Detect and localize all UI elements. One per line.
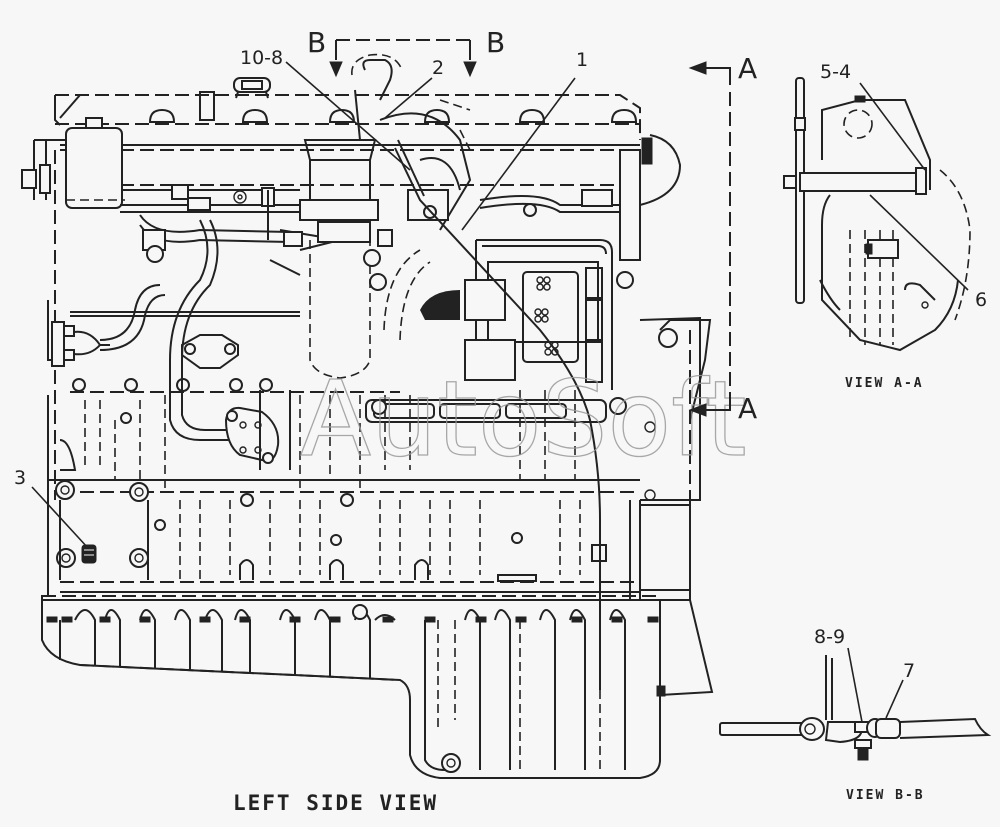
electronic-control-module: [420, 239, 613, 390]
plug-item-3: [81, 544, 97, 564]
view-b-b-caption: VIEW B-B: [846, 788, 925, 803]
intake-elbow: [363, 99, 472, 291]
cover-bolts: [148, 91, 638, 123]
view-a-a-caption: VIEW A-A: [845, 376, 924, 391]
section-a-bottom-label: A: [738, 392, 757, 425]
section-b-left-label: B: [307, 26, 326, 59]
callout-6: 6: [975, 289, 987, 311]
fuel-lines-upper: [120, 184, 341, 276]
callouts-main: 10-8 2 1 3: [14, 47, 588, 549]
oil-pan: [41, 595, 714, 779]
oil-pan-ribs: [59, 609, 626, 771]
fuel-filter-center: [283, 53, 403, 379]
section-a-top-label: A: [738, 52, 757, 85]
section-line-a-a: A A: [688, 52, 757, 425]
oil-filler-cap: [233, 77, 271, 99]
callout-7: 7: [903, 660, 915, 682]
wiring-harness: [479, 134, 682, 289]
callout-1: 1: [576, 49, 588, 71]
section-b-right-label: B: [486, 26, 505, 59]
view-b-b: 8-9 7 VIEW B-B: [719, 626, 992, 803]
engine-left-side-view: [21, 53, 714, 779]
callout-10-8: 10-8: [240, 47, 283, 69]
flywheel-housing: [640, 319, 712, 591]
dipstick-tube: [394, 147, 601, 690]
lower-block: [48, 479, 641, 600]
ecm-connector-dots: [534, 276, 559, 356]
fuel-filter-left: [21, 117, 125, 209]
valve-cover: [54, 77, 641, 140]
left-side-block: [47, 150, 400, 500]
callout-8-9: 8-9: [814, 626, 845, 648]
watermark: AutoSoft: [300, 358, 747, 480]
left-side-view-caption: LEFT SIDE VIEW: [233, 791, 438, 815]
oil-drain-plug: [441, 753, 461, 773]
callout-3: 3: [14, 467, 26, 489]
section-line-b-b: B B: [307, 26, 505, 78]
callout-5-4: 5-4: [820, 61, 851, 83]
view-a-a: 5-4 6 VIEW A-A: [783, 61, 987, 391]
callout-2: 2: [432, 57, 444, 79]
oil-pan-bolts: [46, 616, 659, 623]
